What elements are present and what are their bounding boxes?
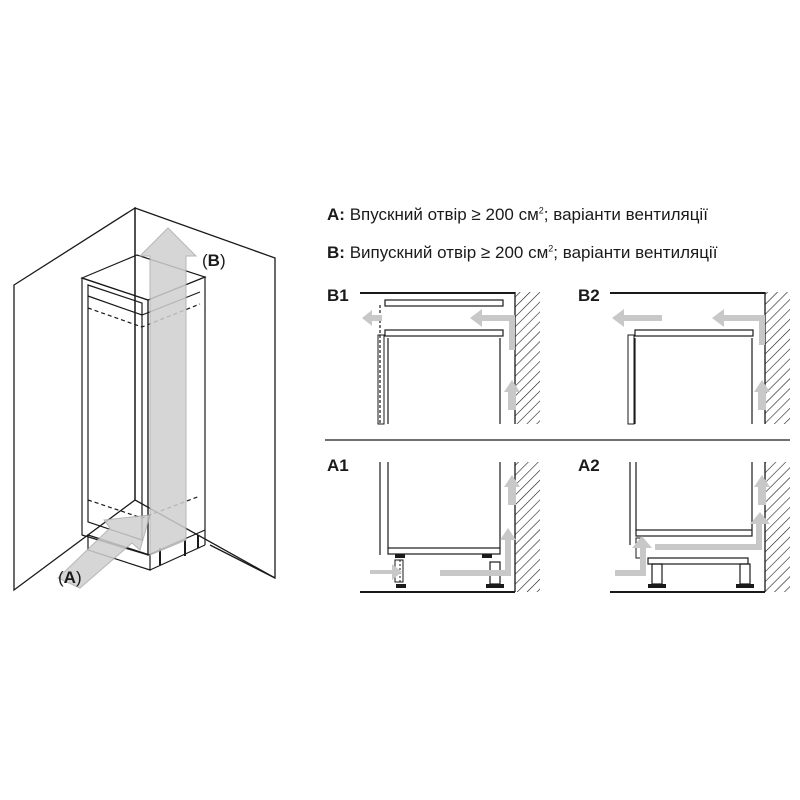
arrow-b1-corner	[505, 315, 515, 350]
vertical-air-arrow	[138, 227, 198, 556]
wall-hatch-b2	[765, 292, 790, 424]
legend-a-text: Впускний отвір ≥ 200 см	[349, 205, 539, 224]
arrow-b2-corner	[755, 315, 765, 345]
callout-a: (A)	[58, 568, 82, 588]
arrow-a1-in	[370, 564, 402, 580]
panel-label-a2: A2	[578, 456, 600, 475]
arrow-b2-top	[712, 309, 760, 327]
arrow-a2-top	[655, 512, 770, 550]
callout-a-open: (	[58, 568, 64, 587]
arrow-a1-floor	[440, 528, 516, 576]
wall-floor-line-right	[209, 544, 276, 579]
inlet-air-arrow	[57, 514, 151, 589]
legend-a: A: Впускний отвір ≥ 200 см2; варіанти ве…	[327, 205, 708, 225]
arrow-b1-up	[504, 380, 520, 410]
callout-a-letter: A	[63, 568, 76, 587]
callout-b-open: (	[202, 251, 208, 270]
wall-hatch-b1	[515, 292, 540, 424]
arrow-a2-up	[754, 475, 770, 505]
callout-b-letter: B	[207, 251, 220, 270]
wall-hatch-a1	[515, 462, 540, 592]
callout-b: (B)	[202, 251, 226, 271]
legend-b-suffix: ; варіанти вентиляції	[553, 243, 718, 262]
legend-a-suffix: ; варіанти вентиляції	[543, 205, 708, 224]
arrow-b1-out	[362, 310, 382, 326]
panel-b2-diagram	[610, 292, 790, 425]
panel-a1-diagram	[360, 462, 540, 593]
legend-b: B: Випускний отвір ≥ 200 см2; варіанти в…	[327, 243, 717, 263]
arrow-b2-up	[754, 380, 770, 410]
panel-b1-diagram	[360, 292, 540, 425]
panel-label-b2: B2	[578, 286, 600, 305]
cabinet-isometric	[13, 206, 276, 592]
arrow-a2-in	[615, 536, 652, 576]
arrow-a1-up	[504, 475, 520, 505]
legend-b-superscript: 2	[548, 243, 554, 254]
callout-b-close: )	[219, 251, 226, 270]
legend-b-key: B:	[327, 243, 345, 262]
arrow-b2-out	[612, 309, 662, 327]
legend-b-text: Випускний отвір ≥ 200 см	[349, 243, 549, 262]
legend-a-superscript: 2	[538, 205, 544, 216]
callout-a-close: )	[75, 568, 82, 587]
panel-label-a1: A1	[327, 456, 349, 475]
panel-label-b1: B1	[327, 286, 349, 305]
legend-a-key: A:	[327, 205, 345, 224]
wall-hatch-a2	[765, 462, 790, 592]
panel-a2-diagram	[610, 462, 790, 593]
arrow-b1-top	[470, 309, 508, 327]
